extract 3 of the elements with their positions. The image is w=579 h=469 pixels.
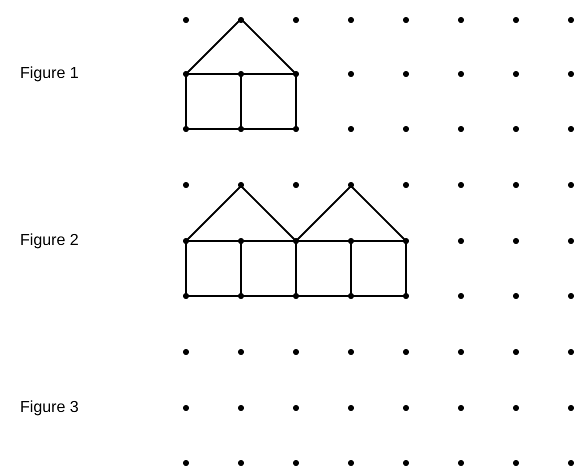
figure-label: Figure 3 [20, 399, 79, 417]
figure-label: Figure 2 [20, 232, 79, 250]
figure-label: Figure 1 [20, 65, 79, 83]
